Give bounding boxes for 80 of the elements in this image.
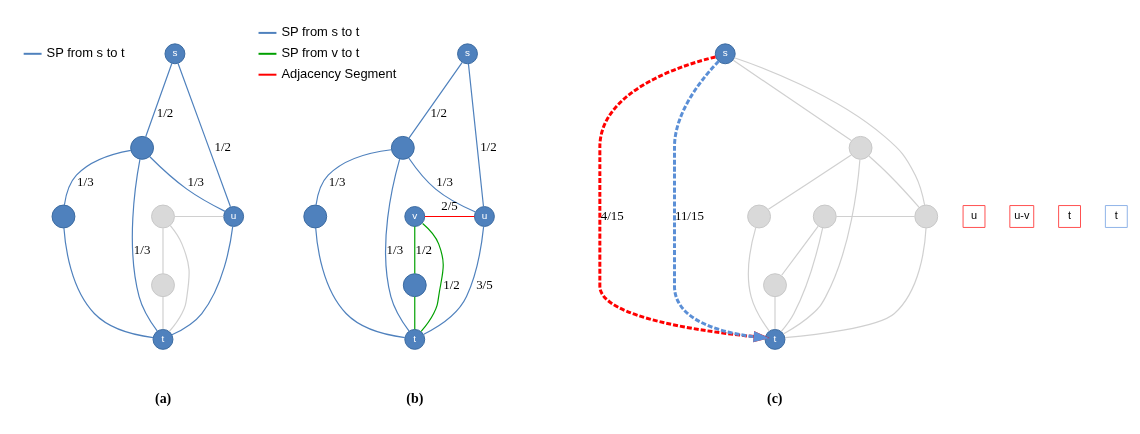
legend-label: SP from v to t: [281, 44, 360, 60]
connector: [467, 62, 485, 207]
label: (c): [767, 390, 783, 406]
connector: [868, 154, 920, 208]
node-circle: s: [457, 42, 478, 64]
connector: [63, 149, 132, 206]
node-box: u: [962, 204, 986, 228]
node-circle: [914, 204, 939, 228]
connector: [781, 225, 819, 276]
edge-label: 1/3: [386, 241, 404, 257]
connector: [315, 148, 392, 205]
connector: [145, 62, 173, 137]
node-circle: [130, 135, 155, 160]
connector: [131, 158, 158, 332]
node-circle: [151, 204, 175, 228]
node-circle: [51, 204, 76, 228]
connector: [424, 215, 476, 217]
connector: [385, 158, 410, 332]
edge-label: 1/3: [133, 241, 151, 257]
connector: [835, 215, 916, 217]
node-circle: [812, 204, 837, 228]
node-circle: u: [473, 205, 495, 227]
legend-label: SP from s to t: [46, 44, 125, 60]
node-circle: t: [404, 328, 426, 350]
connector: [420, 222, 444, 332]
edge-label: 1/2: [415, 241, 432, 257]
connector: [423, 225, 485, 335]
node-circle: t: [764, 328, 786, 350]
edge-label: 1/3: [77, 173, 94, 189]
connector: [408, 61, 463, 139]
node-circle: t: [152, 328, 174, 350]
node-circle: [151, 272, 175, 297]
connector: [784, 226, 927, 338]
legend-label: Adjacency Segment: [281, 65, 397, 81]
edge-label: 1/2: [443, 276, 460, 292]
connector: [782, 158, 861, 335]
connector: [780, 226, 824, 332]
legend-label: SP from s to t: [281, 23, 360, 39]
edge-label: 1/3: [436, 173, 453, 189]
connector: [408, 156, 477, 213]
connector: [732, 59, 852, 141]
node-circle: [402, 272, 427, 297]
node-circle: [390, 135, 415, 160]
connector: [177, 62, 232, 207]
edge-label: 11/15: [674, 207, 704, 223]
connector: [315, 226, 406, 338]
edge-label: 1/2: [430, 104, 447, 120]
node-circle: [747, 204, 771, 228]
node-circle: [848, 135, 873, 160]
node-box: u-v: [1009, 204, 1035, 228]
edge-label: 1/2: [214, 138, 231, 154]
node-circle: s: [714, 42, 736, 64]
connector: [149, 155, 226, 212]
node-circle: v: [404, 205, 426, 227]
connector: [414, 295, 416, 330]
connector: [174, 215, 225, 217]
connector: [767, 153, 852, 210]
edge-label: 1/2: [480, 138, 497, 154]
label: (b): [406, 390, 424, 406]
edge-label: 1/3: [187, 173, 205, 189]
connector: [747, 226, 770, 332]
node-box: t: [1104, 204, 1128, 228]
connector: [733, 56, 926, 206]
node-circle: u: [223, 205, 245, 227]
edge-label: 1/2: [156, 104, 174, 120]
arrow: [673, 59, 770, 342]
edge-label: 4/15: [600, 207, 624, 223]
connector: [414, 225, 416, 274]
node-circle: [763, 272, 787, 297]
connector: [63, 226, 154, 338]
arrow: [598, 55, 770, 342]
edge-label: 2/5: [441, 197, 458, 213]
node-circle: s: [164, 42, 186, 64]
node-box: t: [1058, 204, 1081, 228]
edge-label: 3/5: [476, 276, 493, 292]
connector: [168, 224, 190, 332]
edge-label: 1/3: [328, 173, 346, 189]
label: (a): [155, 390, 172, 406]
connector: [171, 225, 234, 335]
node-circle: [303, 204, 328, 228]
